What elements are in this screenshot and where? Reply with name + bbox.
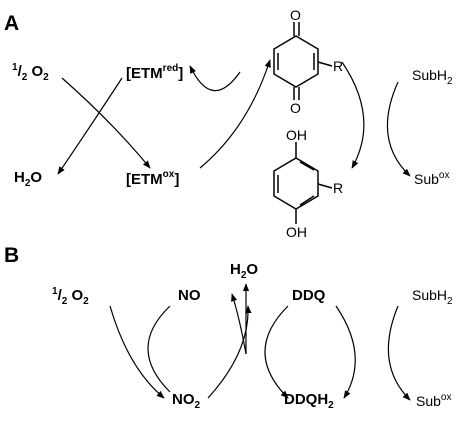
arc-ddq-reduction-b <box>264 305 289 399</box>
hydroquinone-oh-bottom: OH <box>286 224 307 240</box>
substrate-oxidized-label-b: Subox <box>416 392 451 409</box>
arc-no2-to-no-b <box>207 305 252 399</box>
arc-no-oxidation-b <box>147 305 171 393</box>
arc-etm-reduction-a <box>61 77 151 169</box>
water-label-b: H2O <box>230 261 258 281</box>
etm-oxidized-label: [ETMox] <box>126 169 179 188</box>
ddq-label: DDQ <box>292 287 326 304</box>
water-label-a: H2O <box>14 169 42 189</box>
arc-quinone-to-hydroquinone-a <box>341 61 365 169</box>
arc-substrate-oxidation-b <box>387 305 411 401</box>
arrow-water-release-left-b <box>231 293 247 355</box>
substrate-reduced-label-a: SubH2 <box>412 67 453 87</box>
arc-ddq-to-ddqh2-b <box>335 305 356 399</box>
substrate-oxidized-label-a: Subox <box>414 170 449 187</box>
quinone-r-group: R <box>333 58 343 74</box>
half-oxygen-label-b: 1/2 O2 <box>52 286 89 307</box>
quinone-structure: O O R <box>273 7 343 116</box>
ddqh2-label: DDQH2 <box>284 391 334 411</box>
quinone-oxygen-bottom: O <box>290 100 301 116</box>
half-oxygen-label-a: 1/2 O2 <box>12 62 49 83</box>
substrate-reduced-label-b: SubH2 <box>412 287 453 307</box>
arc-quinone-reduction-a <box>189 65 241 92</box>
hydroquinone-structure: OH OH R <box>273 127 343 240</box>
arc-hydroquinone-oxidation-a <box>199 59 271 169</box>
panel-b-label: B <box>4 244 19 267</box>
arc-oxygen-to-water-a <box>57 77 123 175</box>
panel-a-label: A <box>4 12 19 35</box>
hydroquinone-oh-top: OH <box>286 127 307 143</box>
quinone-oxygen-top: O <box>290 7 301 23</box>
nitric-oxide-label: NO <box>178 287 201 304</box>
arc-oxygen-consumption-b <box>109 305 165 399</box>
hydroquinone-r-group: R <box>333 180 343 196</box>
arc-substrate-oxidation-a <box>386 81 411 177</box>
nitrogen-dioxide-label: NO2 <box>172 391 201 411</box>
etm-reduced-label: [ETMred] <box>126 63 183 82</box>
